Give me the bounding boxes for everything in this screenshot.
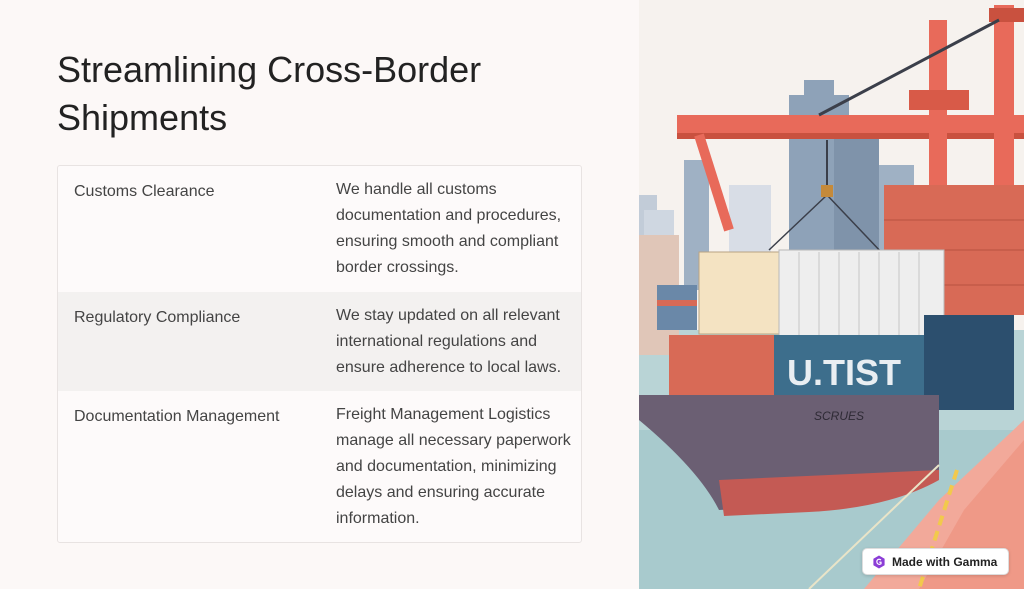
row-label: Documentation Management [74,408,280,425]
gamma-logo-icon [873,555,885,568]
container-label: U.TIST [787,352,901,393]
port-scene-image: U.TIST SCRUES [639,0,1024,589]
ship-name: SCRUES [814,409,864,423]
row-description: We stay updated on all relevant internat… [336,307,562,376]
made-with-gamma-badge[interactable]: Made with Gamma [862,548,1009,575]
row-label: Customs Clearance [74,183,215,200]
row-description: We handle all customs documentation and … [336,181,562,276]
content-panel: Streamlining Cross-Border Shipments Cust… [57,49,582,543]
port-illustration: U.TIST SCRUES [639,0,1024,589]
table-row: Customs Clearance We handle all customs … [58,166,581,292]
table-row: Documentation Management Freight Managem… [58,391,581,542]
row-label: Regulatory Compliance [74,309,241,326]
badge-label: Made with Gamma [892,554,998,569]
page-title: Streamlining Cross-Border Shipments [57,49,482,138]
services-table: Customs Clearance We handle all customs … [57,165,582,543]
table-row: Regulatory Compliance We stay updated on… [58,292,581,391]
row-description: Freight Management Logistics manage all … [336,406,571,527]
